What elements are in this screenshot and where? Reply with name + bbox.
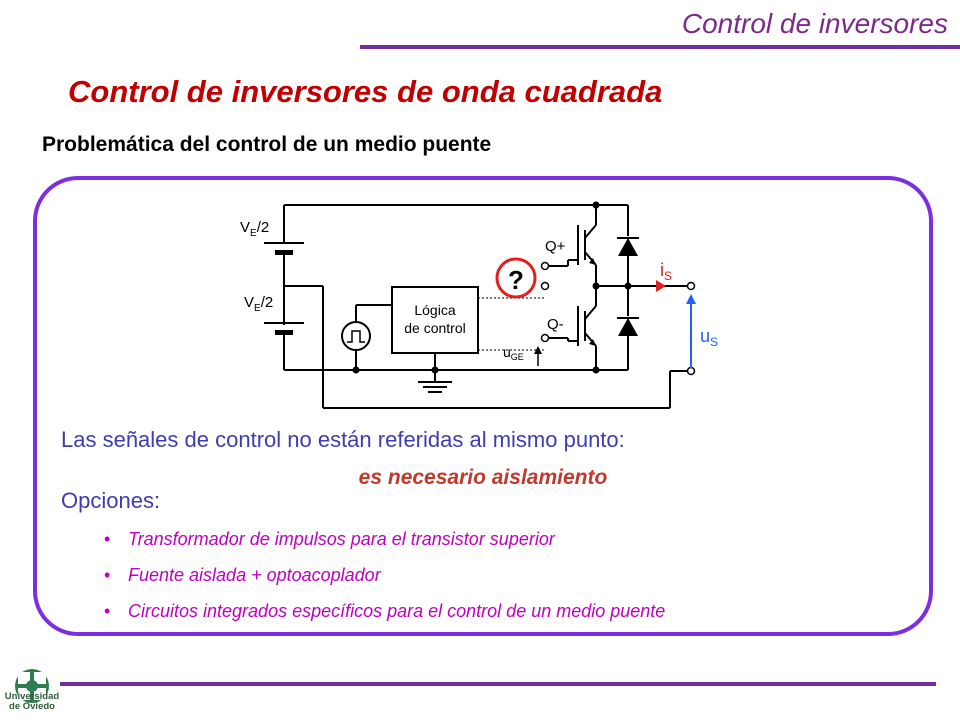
q-upper-label: Q+ (545, 238, 566, 255)
circuit-wires (283, 204, 687, 409)
university-name-line1: Universidad (4, 691, 60, 702)
battery-bottom (264, 322, 304, 335)
vbot-label: VE/2 (244, 294, 273, 314)
voltage-arrow (686, 294, 696, 368)
list-item-text: Fuente aislada + optoacoplador (128, 565, 381, 585)
logic-block (391, 286, 479, 354)
bullet-icon: • (104, 601, 111, 621)
list-item: • Circuitos integrados específicos para e… (104, 600, 665, 636)
problem-statement: Las señales de control no están referida… (61, 427, 625, 452)
battery-top (264, 242, 304, 255)
conclusion-text: es necesario aislamiento (0, 466, 960, 490)
list-item: • Transformador de impulsos para el trans… (104, 528, 665, 564)
pulse-source (341, 321, 371, 351)
options-label: Opciones: (61, 488, 161, 513)
header-divider (360, 45, 960, 49)
current-arrow (656, 280, 666, 292)
bullet-icon: • (104, 529, 111, 549)
junction-dots (352, 201, 632, 374)
control-links (478, 297, 545, 351)
uge-arrow (534, 346, 542, 366)
conclusion-span: es necesario aislamiento (358, 466, 608, 489)
logic-label-line1: Lógica (414, 302, 455, 318)
us-label: uS (700, 326, 718, 349)
slide-subtitle: Problemática del control de un medio pue… (42, 133, 492, 156)
diode-lower (617, 317, 639, 336)
slide-title: Control de inversores de onda cuadrada (68, 74, 663, 109)
footer-divider (60, 682, 936, 686)
logic-label-line2: de control (404, 320, 465, 336)
is-label: iS (660, 260, 672, 283)
list-item-text: Transformador de impulsos para el transi… (128, 529, 555, 549)
university-name-line2: de Oviedo (9, 701, 55, 712)
university-logo-icon (15, 669, 49, 703)
question-ring (495, 257, 537, 299)
content-panel (33, 176, 933, 636)
question-mark: ? (508, 265, 524, 295)
bullet-icon: • (104, 565, 111, 585)
options-list: • Transformador de impulsos para el trans… (104, 528, 665, 636)
university-name: Universidad de Oviedo (2, 692, 62, 712)
uge-label: uGE (503, 344, 524, 362)
list-item-text: Circuitos integrados específicos para el… (128, 601, 666, 621)
vtop-label: VE/2 (240, 219, 269, 239)
q-lower-label: Q- (547, 316, 564, 333)
terminals (540, 261, 696, 376)
list-item: • Fuente aislada + optoacoplador (104, 564, 665, 600)
section-title: Control de inversores (681, 8, 948, 39)
diode-upper (617, 237, 639, 256)
